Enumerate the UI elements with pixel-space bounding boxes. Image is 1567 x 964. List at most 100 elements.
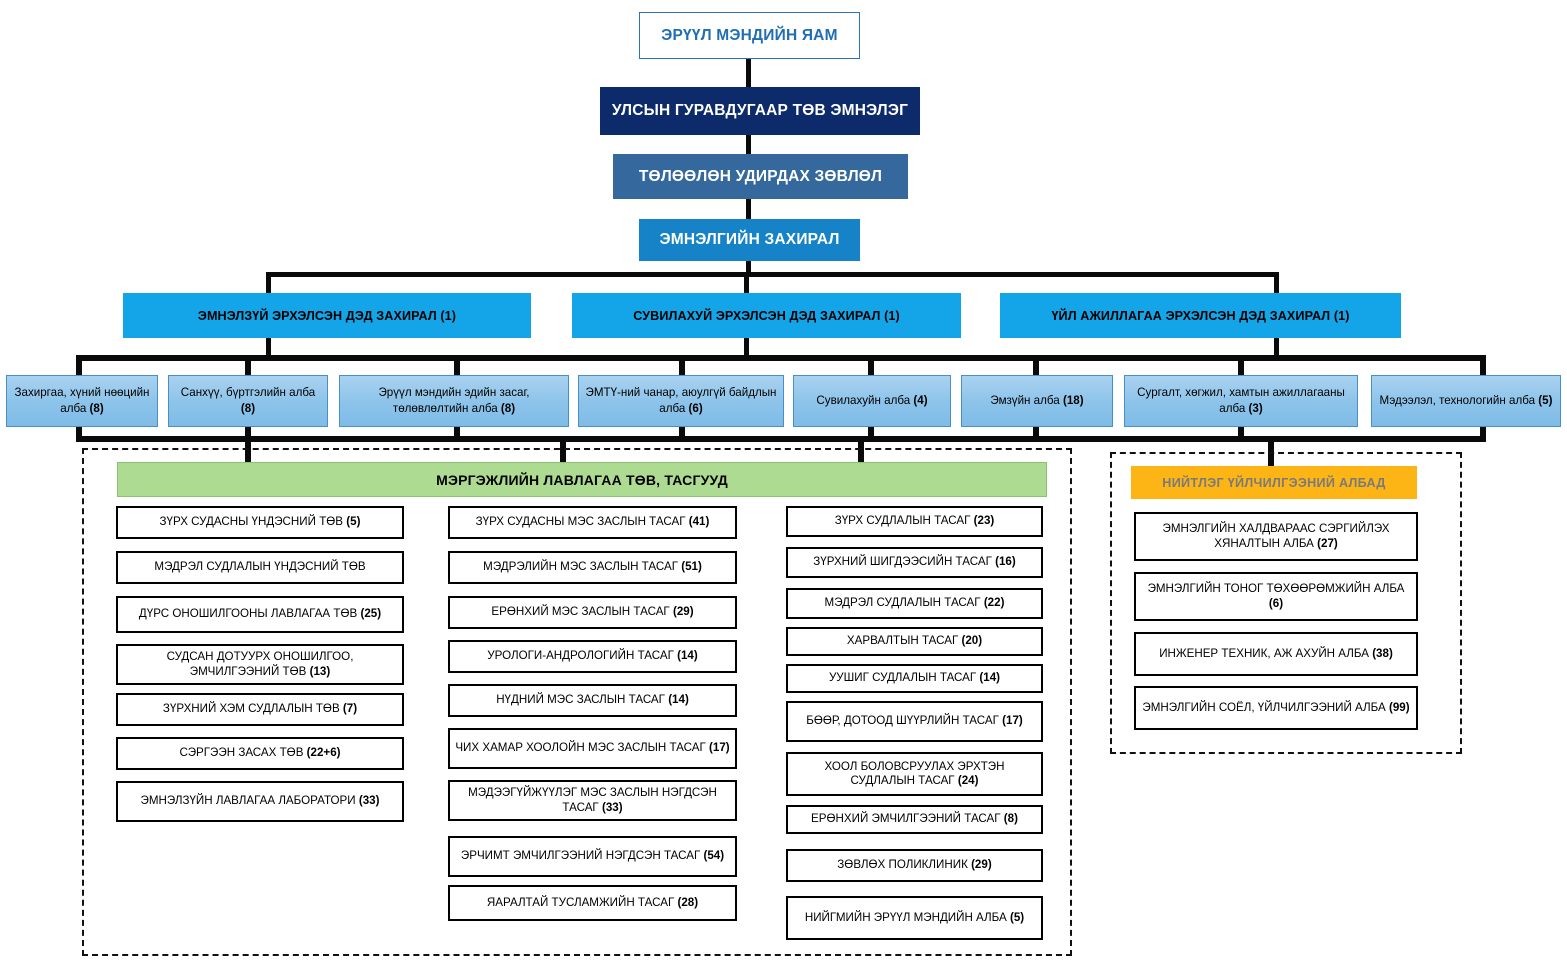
unit-col3-1-count: (23) — [973, 514, 995, 528]
connector-deputy-stem-1 — [266, 338, 271, 356]
connector-dept-drop-2 — [245, 355, 251, 375]
unit-col1-1: ЗҮРХ СУДАСНЫ ҮНДЭСНИЙ ТӨВ (5) — [116, 506, 404, 539]
unit-col1-2-label: МЭДРЭЛ СУДЛАЛЫН ҮНДЭСНИЙ ТӨВ — [154, 560, 366, 574]
unit-col1-4-label: СУДСАН ДОТУУРХ ОНОШИЛГОО, ЭМЧИЛГЭЭНИЙ ТӨ… — [166, 650, 354, 678]
unit-col3-3-count: (22) — [983, 596, 1005, 610]
connector-dept-drop-6 — [1033, 355, 1039, 375]
unit-col3-6-label: БӨӨР, ДОТООД ШҮҮРЛИЙН ТАСАГ — [806, 714, 999, 728]
connector-deputy-drop-3 — [1274, 272, 1279, 293]
node-ministry-label: ЭРҮҮЛ МЭНДИЙН ЯАМ — [661, 26, 838, 44]
unit-col1-6-count: (22+6) — [306, 746, 341, 760]
node-department-8-count: (5) — [1538, 394, 1553, 408]
professional-section-header: МЭРГЭЖЛИЙН ЛАВЛАГАА ТӨВ, ТАСГУУД — [117, 462, 1047, 497]
connector-hospital-to-board — [746, 135, 751, 154]
connector-dept-up-6 — [1033, 427, 1039, 441]
unit-col1-5-count: (7) — [342, 702, 358, 716]
unit-gs-1: ЭМНЭЛГИЙН ХАЛДВАРААС СЭРГИЙЛЭХ ХЯНАЛТЫН … — [1134, 512, 1418, 561]
unit-col2-2-label: МЭДРЭЛИЙН МЭС ЗАСЛЫН ТАСАГ — [483, 560, 678, 574]
unit-col2-3: ЕРӨНХИЙ МЭС ЗАСЛЫН ТАСАГ (29) — [448, 596, 737, 629]
unit-col3-1-label: ЗҮРХ СУДЛАЛЫН ТАСАГ — [834, 514, 971, 528]
unit-gs-2-count: (6) — [1268, 596, 1284, 610]
unit-col3-5-label: УУШИГ СУДЛАЛЫН ТАСАГ — [828, 671, 977, 685]
node-deputy-nursing: СУВИЛАХУЙ ЭРХЭЛСЭН ДЭД ЗАХИРАЛ (1) — [572, 293, 961, 338]
unit-col2-7-label: МЭДЭЭГҮЙЖҮҮЛЭГ МЭС ЗАСЛЫН НЭГДСЭН ТАСАГ — [468, 786, 717, 814]
node-department-4: ЭМТҮ-ний чанар, аюулгүй байдлын алба (6) — [578, 375, 784, 427]
general-services-container — [1110, 452, 1462, 754]
node-department-4-label: ЭМТҮ-ний чанар, аюулгүй байдлын алба — [585, 386, 777, 415]
unit-col1-7: ЭМНЭЛЗҮЙН ЛАВЛАГАА ЛАБОРАТОРИ (33) — [116, 781, 404, 822]
unit-col1-4-count: (13) — [309, 664, 331, 678]
unit-col2-8-count: (54) — [703, 849, 725, 863]
unit-gs-3-count: (38) — [1372, 646, 1393, 660]
unit-col1-3-count: (25) — [360, 607, 382, 621]
node-department-1-count: (8) — [89, 402, 104, 415]
connector-deputy-bus — [266, 272, 1279, 277]
node-department-8-label: Мэдээлэл, технологийн алба — [1379, 394, 1536, 408]
unit-col3-2-count: (16) — [995, 555, 1016, 569]
unit-col3-6: БӨӨР, ДОТООД ШҮҮРЛИЙН ТАСАГ (17) — [786, 701, 1043, 742]
node-department-1-label: Захиргаа, хүний нөөцийн алба — [14, 386, 150, 415]
unit-col1-7-label: ЭМНЭЛЗҮЙН ЛАВЛАГАА ЛАБОРАТОРИ — [140, 794, 356, 808]
connector-dept-up-3 — [454, 427, 460, 441]
unit-col1-3-label: ДҮРС ОНОШИЛГООНЫ ЛАВЛАГАА ТӨВ — [138, 607, 358, 621]
unit-col3-2-label: ЗҮРХНИЙ ШИГДЭЭСИЙН ТАСАГ — [813, 555, 992, 569]
unit-col2-4: УРОЛОГИ-АНДРОЛОГИЙН ТАСАГ (14) — [448, 640, 737, 673]
node-deputy-clinical-label: ЭМНЭЛЗҮЙ ЭРХЭЛСЭН ДЭД ЗАХИРАЛ (1) — [197, 308, 457, 323]
unit-col3-10-label: НИЙГМИЙН ЭРҮҮЛ МЭНДИЙН АЛБА — [804, 910, 1007, 924]
unit-col2-8: ЭРЧИМТ ЭМЧИЛГЭЭНИЙ НЭГДСЭН ТАСАГ (54) — [448, 836, 737, 877]
unit-col1-4: СУДСАН ДОТУУРХ ОНОШИЛГОО, ЭМЧИЛГЭЭНИЙ ТӨ… — [116, 644, 404, 685]
node-deputy-operations-label: ҮЙЛ АЖИЛЛАГАА ЭРХЭЛСЭН ДЭД ЗАХИРАЛ (1) — [1051, 308, 1350, 323]
unit-col1-5-label: ЗҮРХНИЙ ХЭМ СУДЛАЛЫН ТӨВ — [162, 702, 340, 716]
unit-col2-2: МЭДРЭЛИЙН МЭС ЗАСЛЫН ТАСАГ (51) — [448, 551, 737, 584]
unit-col1-1-count: (5) — [346, 515, 361, 529]
unit-col2-5-label: НҮДНИЙ МЭС ЗАСЛЫН ТАСАГ — [496, 693, 665, 707]
node-department-2-label: Санхүү, бүртгэлийн алба — [180, 386, 316, 400]
unit-col3-4: ХАРВАЛТЫН ТАСАГ (20) — [786, 627, 1043, 656]
node-ministry: ЭРҮҮЛ МЭНДИЙН ЯАМ — [639, 12, 860, 59]
unit-col3-8: ЕРӨНХИЙ ЭМЧИЛГЭЭНИЙ ТАСАГ (8) — [786, 805, 1043, 834]
node-department-7-count: (3) — [1248, 402, 1263, 415]
connector-dept-drop-3 — [454, 355, 460, 375]
unit-col3-9-count: (29) — [971, 858, 992, 872]
connector-dept-up-8 — [1480, 427, 1486, 441]
unit-col2-8-label: ЭРЧИМТ ЭМЧИЛГЭЭНИЙ НЭГДСЭН ТАСАГ — [460, 849, 701, 863]
unit-col2-3-label: ЕРӨНХИЙ МЭС ЗАСЛЫН ТАСАГ — [491, 605, 670, 619]
node-board-label: ТӨЛӨӨЛӨН УДИРДАХ ЗӨВЛӨЛ — [638, 167, 883, 185]
connector-professional-drop-c — [858, 436, 864, 474]
connector-deputy-stem-3 — [1274, 338, 1279, 356]
professional-section-container — [82, 448, 1072, 956]
node-department-2: Санхүү, бүртгэлийн алба (8) — [168, 375, 328, 427]
unit-gs-3-label: ИНЖЕНЕР ТЕХНИК, АЖ АХУЙН АЛБА — [1159, 646, 1369, 660]
unit-gs-2: ЭМНЭЛГИЙН ТОНОГ ТӨХӨӨРӨМЖИЙН АЛБА (6) — [1134, 572, 1418, 621]
node-department-3: Эрүүл мэндийн эдийн засаг, төлөвлөлтийн … — [339, 375, 569, 427]
connector-dept-up-4 — [679, 427, 685, 441]
node-hospital: УЛСЫН ГУРАВДУГААР ТӨВ ЭМНЭЛЭГ — [600, 87, 920, 135]
unit-col2-7: МЭДЭЭГҮЙЖҮҮЛЭГ МЭС ЗАСЛЫН НЭГДСЭН ТАСАГ … — [448, 780, 737, 821]
node-deputy-operations: ҮЙЛ АЖИЛЛАГАА ЭРХЭЛСЭН ДЭД ЗАХИРАЛ (1) — [1000, 293, 1401, 338]
node-director: ЭМНЭЛГИЙН ЗАХИРАЛ — [639, 219, 860, 261]
node-department-4-count: (6) — [688, 402, 703, 415]
node-department-1: Захиргаа, хүний нөөцийн алба (8) — [6, 375, 158, 427]
unit-col3-10-count: (5) — [1009, 910, 1025, 924]
unit-gs-4-count: (99) — [1388, 700, 1410, 714]
general-services-header: НИЙТЛЭГ ҮЙЛЧИЛГЭЭНИЙ АЛБАД — [1131, 466, 1417, 499]
unit-col2-6-count: (17) — [709, 741, 730, 755]
node-director-label: ЭМНЭЛГИЙН ЗАХИРАЛ — [659, 231, 840, 248]
unit-col2-4-count: (14) — [677, 649, 698, 663]
unit-col2-5-count: (14) — [668, 693, 689, 707]
unit-col3-3: МЭДРЭЛ СУДЛАЛЫН ТАСАГ (22) — [786, 588, 1043, 619]
professional-section-header-label: МЭРГЭЖЛИЙН ЛАВЛАГАА ТӨВ, ТАСГУУД — [436, 471, 728, 488]
node-department-7-label: Сургалт, хөгжил, хамтын ажиллагааны алба — [1137, 386, 1345, 415]
connector-dept-drop-8 — [1480, 355, 1486, 375]
unit-col2-9-count: (28) — [677, 895, 699, 909]
connector-dept-drop-4 — [679, 355, 685, 375]
connector-deputy-drop-1 — [266, 272, 271, 293]
connector-dept-drop-1 — [76, 355, 82, 375]
node-department-3-label: Эрүүл мэндийн эдийн засаг, төлөвлөлтийн … — [378, 386, 530, 415]
unit-col1-1-label: ЗҮРХ СУДАСНЫ ҮНДЭСНИЙ ТӨВ — [159, 515, 344, 529]
connector-lower-bus — [76, 436, 1486, 442]
unit-col3-6-count: (17) — [1002, 714, 1023, 728]
unit-col2-4-label: УРОЛОГИ-АНДРОЛОГИЙН ТАСАГ — [487, 649, 674, 663]
unit-col2-9-label: ЯАРАЛТАЙ ТУСЛАМЖИЙН ТАСАГ — [486, 895, 675, 909]
